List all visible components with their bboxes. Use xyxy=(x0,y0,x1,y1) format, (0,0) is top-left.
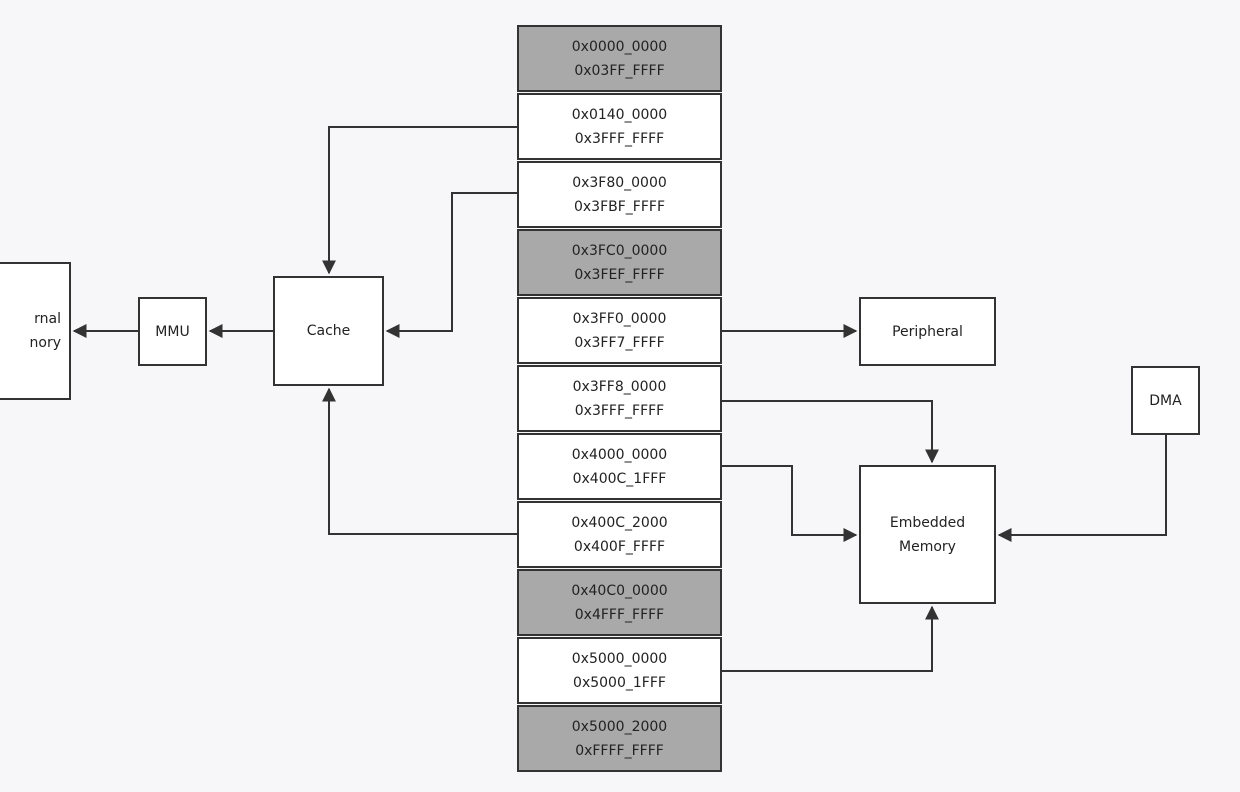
memory-region-start-address: 0x3FC0_0000 xyxy=(571,242,668,259)
memory-region: 0x4000_0000 0x400C_1FFF xyxy=(517,433,722,500)
memory-region: 0x0140_0000 0x3FFF_FFFF xyxy=(517,93,722,160)
memory-region-end-address: 0x3FFF_FFFF xyxy=(574,130,665,147)
memory-region: 0x3FC0_0000 0x3FEF_FFFF xyxy=(517,229,722,296)
embedded-memory-label-line1: Embedded xyxy=(889,514,966,531)
arrow-region3-to-cache xyxy=(385,192,517,338)
memory-region: 0x3FF0_0000 0x3FF7_FFFF xyxy=(517,297,722,364)
memory-region-end-address: 0x400C_1FFF xyxy=(572,470,667,487)
mmu-label: MMU xyxy=(155,323,190,340)
memory-region-start-address: 0x3F80_0000 xyxy=(572,174,667,191)
memory-region-start-address: 0x0140_0000 xyxy=(571,106,668,123)
arrow-region2-to-cache xyxy=(322,126,517,275)
memory-region-start-address: 0x3FF8_0000 xyxy=(572,378,667,395)
external-memory-block: rnal nory xyxy=(0,262,71,400)
memory-region-end-address: 0x03FF_FFFF xyxy=(574,62,665,79)
memory-region-end-address: 0x3FF7_FFFF xyxy=(574,334,665,351)
memory-region: 0x40C0_0000 0x4FFF_FFFF xyxy=(517,569,722,636)
dma-label: DMA xyxy=(1149,392,1182,409)
memory-region-end-address: 0xFFFF_FFFF xyxy=(575,742,664,759)
memory-region: 0x5000_0000 0x5000_1FFF xyxy=(517,637,722,704)
arrow-region10-to-embedded-memory xyxy=(722,605,939,672)
memory-region: 0x3FF8_0000 0x3FFF_FFFF xyxy=(517,365,722,432)
memory-region-end-address: 0x3FFF_FFFF xyxy=(574,402,665,419)
mmu-block: MMU xyxy=(138,297,207,366)
peripheral-block: Peripheral xyxy=(859,297,996,366)
memory-region-end-address: 0x4FFF_FFFF xyxy=(574,606,665,623)
memory-region-start-address: 0x40C0_0000 xyxy=(571,582,668,599)
arrow-region8-to-cache xyxy=(322,387,517,535)
memory-region-start-address: 0x400C_2000 xyxy=(571,514,668,531)
memory-region-end-address: 0x3FBF_FFFF xyxy=(573,198,666,215)
memory-region-end-address: 0x400F_FFFF xyxy=(573,538,666,555)
memory-region-start-address: 0x5000_2000 xyxy=(571,718,668,735)
memory-region-start-address: 0x3FF0_0000 xyxy=(572,310,667,327)
cache-block: Cache xyxy=(273,276,384,386)
memory-region-start-address: 0x4000_0000 xyxy=(571,446,668,463)
memory-region: 0x3F80_0000 0x3FBF_FFFF xyxy=(517,161,722,228)
dma-block: DMA xyxy=(1131,366,1200,435)
memory-region: 0x400C_2000 0x400F_FFFF xyxy=(517,501,722,568)
peripheral-label: Peripheral xyxy=(892,323,963,340)
memory-region: 0x5000_2000 0xFFFF_FFFF xyxy=(517,705,722,772)
memory-region-start-address: 0x5000_0000 xyxy=(571,650,668,667)
memory-region: 0x0000_0000 0x03FF_FFFF xyxy=(517,25,722,92)
external-memory-label-line2: nory xyxy=(29,335,61,351)
embedded-memory-block: Embedded Memory xyxy=(859,465,996,604)
memory-region-end-address: 0x3FEF_FFFF xyxy=(574,266,665,283)
arrow-region6-to-embedded-memory xyxy=(722,400,939,464)
embedded-memory-label-line2: Memory xyxy=(899,538,956,555)
cache-label: Cache xyxy=(306,323,351,339)
arrow-dma-to-embedded-memory xyxy=(997,435,1167,542)
memory-region-end-address: 0x5000_1FFF xyxy=(573,674,666,691)
external-memory-label-line1: rnal xyxy=(34,311,61,327)
memory-region-start-address: 0x0000_0000 xyxy=(571,38,668,55)
arrow-region7-to-embedded-memory xyxy=(722,465,858,542)
